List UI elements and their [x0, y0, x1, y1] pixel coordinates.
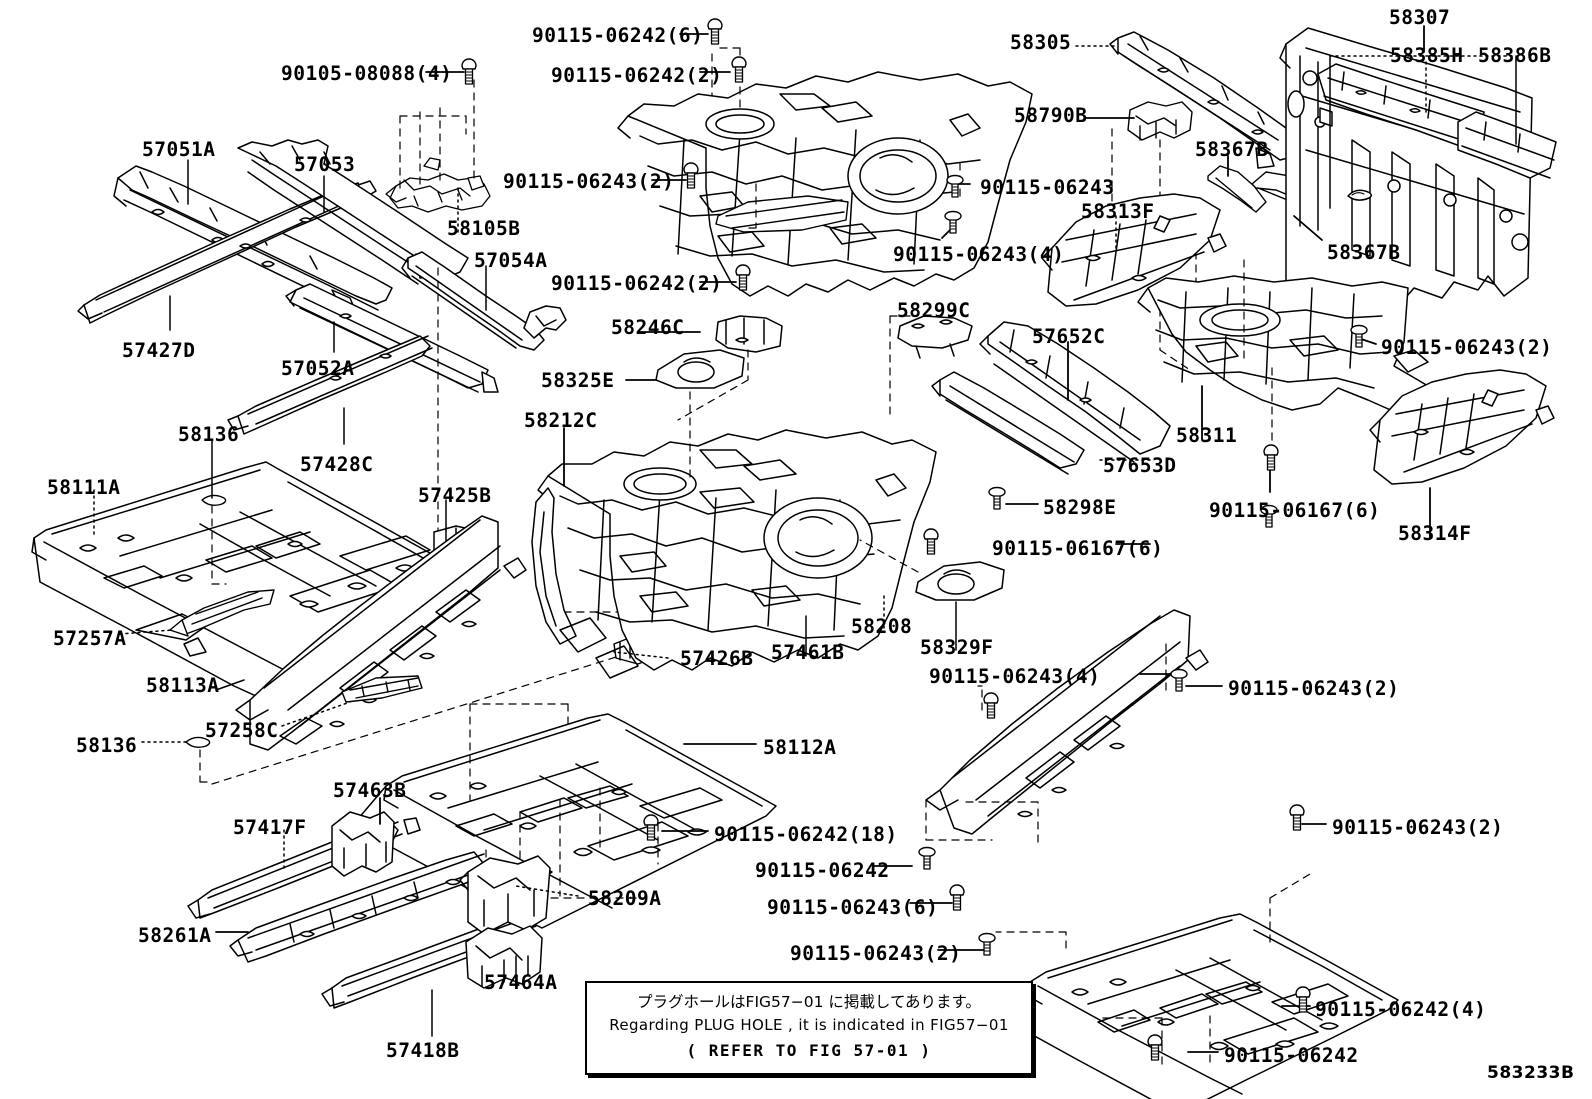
- part-label-90115-06242-18: 90115-06242(18): [714, 823, 898, 846]
- part-label-58307: 58307: [1389, 6, 1451, 29]
- part-label-58246c: 58246C: [611, 316, 685, 339]
- part-label-57258c: 57258C: [205, 719, 279, 742]
- part-label-90115-06242-a: 90115-06242: [755, 859, 890, 882]
- part-label-90115-06242-4: 90115-06242(4): [1315, 998, 1487, 1021]
- part-label-58299c: 58299C: [897, 299, 971, 322]
- part-label-58298e: 58298E: [1043, 496, 1117, 519]
- part-label-57461b: 57461B: [771, 641, 845, 664]
- note-line-japanese: プラグホールはFIG57−01 に掲載してあります。: [637, 993, 981, 1011]
- part-label-57051a: 57051A: [142, 138, 216, 161]
- part-label-58386b: 58386B: [1478, 44, 1552, 67]
- part-label-58385h: 58385H: [1390, 44, 1464, 67]
- part-label-90115-06243-2c: 90115-06243(2): [1228, 677, 1400, 700]
- part-label-58367b-upper: 58367B: [1195, 138, 1269, 161]
- part-label-58305: 58305: [1010, 31, 1072, 54]
- part-label-58111a: 58111A: [47, 476, 121, 499]
- part-label-57425b: 57425B: [418, 484, 492, 507]
- part-label-90115-06167-6a: 90115-06167(6): [1209, 499, 1381, 522]
- part-label-90115-06242-2a: 90115-06242(2): [551, 64, 723, 87]
- part-label-57426b: 57426B: [680, 647, 754, 670]
- part-label-57464a: 57464A: [484, 971, 558, 994]
- part-label-58208: 58208: [851, 615, 913, 638]
- part-label-90115-06243-2a: 90115-06243(2): [503, 170, 675, 193]
- part-label-58311: 58311: [1176, 424, 1238, 447]
- part-label-57052a: 57052A: [281, 357, 355, 380]
- part-label-58209a: 58209A: [588, 887, 662, 910]
- part-label-90115-06243-4a: 90115-06243(4): [893, 243, 1065, 266]
- part-label-57427d: 57427D: [122, 339, 196, 362]
- part-label-57257a: 57257A: [53, 627, 127, 650]
- part-label-57418b: 57418B: [386, 1039, 460, 1062]
- part-label-58136-lower: 58136: [76, 734, 138, 757]
- figure-code: 583233B: [1487, 1063, 1575, 1083]
- part-label-58212c: 58212C: [524, 409, 598, 432]
- part-label-58136-upper: 58136: [178, 423, 240, 446]
- part-label-90115-06243-2d: 90115-06243(2): [1332, 816, 1504, 839]
- part-label-57428c: 57428C: [300, 453, 374, 476]
- part-label-58261a: 58261A: [138, 924, 212, 947]
- part-label-58313f: 58313F: [1081, 200, 1155, 223]
- part-label-58112a: 58112A: [763, 736, 837, 759]
- note-line-english: Regarding PLUG HOLE , it is indicated in…: [609, 1016, 1009, 1034]
- part-label-90115-06167-6b: 90115-06167(6): [992, 537, 1164, 560]
- part-label-57652c: 57652C: [1032, 325, 1106, 348]
- part-label-90115-06242-2b: 90115-06242(2): [551, 272, 723, 295]
- part-label-57463b: 57463B: [333, 779, 407, 802]
- part-label-90115-06243-6: 90115-06243(6): [767, 896, 939, 919]
- part-label-58314f: 58314F: [1398, 522, 1472, 545]
- part-label-90115-06243-2e: 90115-06243(2): [790, 942, 962, 965]
- plug-hole-note-box: プラグホールはFIG57−01 に掲載してあります。 Regarding PLU…: [585, 981, 1033, 1075]
- note-line-reference: ( REFER TO FIG 57-01 ): [686, 1041, 932, 1060]
- part-label-90115-06242-b: 90115-06242: [1224, 1044, 1359, 1067]
- part-label-58105b: 58105B: [447, 217, 521, 240]
- part-label-90115-06243-4b: 90115-06243(4): [929, 665, 1101, 688]
- part-label-57653d: 57653D: [1103, 454, 1177, 477]
- part-label-57417f: 57417F: [233, 816, 307, 839]
- part-label-57054a: 57054A: [474, 249, 548, 272]
- part-label-90115-06242-6: 90115-06242(6): [532, 24, 704, 47]
- part-label-58367b-lower: 58367B: [1327, 241, 1401, 264]
- part-label-58325e: 58325E: [541, 369, 615, 392]
- part-label-57053: 57053: [294, 153, 356, 176]
- part-label-58329f: 58329F: [920, 636, 994, 659]
- part-label-58790b: 58790B: [1014, 104, 1088, 127]
- part-label-58113a: 58113A: [146, 674, 220, 697]
- part-label-90115-06243-2b: 90115-06243(2): [1381, 336, 1553, 359]
- part-label-90115-06243: 90115-06243: [980, 176, 1115, 199]
- part-label-90105-08088-4: 90105-08088(4): [281, 62, 453, 85]
